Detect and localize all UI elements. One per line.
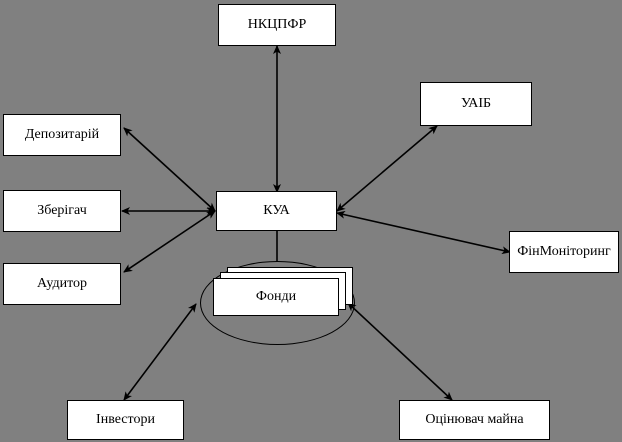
node-ocinuvach[interactable]: Оцінювач майна xyxy=(399,400,550,440)
node-auditor-label: Аудитор xyxy=(36,276,88,291)
node-investory[interactable]: Інвестори xyxy=(67,400,184,440)
node-zberihach-label: Зберігач xyxy=(37,203,87,218)
node-nkcpfr-label: НКЦПФР xyxy=(247,17,307,32)
node-kua[interactable]: КУА xyxy=(216,191,337,231)
node-kua-label: КУА xyxy=(263,203,290,218)
edge-fondy-investory xyxy=(123,303,197,401)
node-fondy-label: Фонди xyxy=(255,289,297,304)
node-uaib-label: УАІБ xyxy=(460,96,492,111)
node-uaib[interactable]: УАІБ xyxy=(420,82,532,126)
node-fondy-stack[interactable]: Фонди xyxy=(213,267,355,319)
node-auditor[interactable]: Аудитор xyxy=(3,263,121,305)
node-finmonitor-label: ФінМоніторинг xyxy=(517,244,611,259)
fondy-sheet-front[interactable]: Фонди xyxy=(213,278,339,316)
node-investory-label: Інвестори xyxy=(96,412,155,427)
node-nkcpfr[interactable]: НКЦПФР xyxy=(218,4,336,46)
edge-kua-auditor xyxy=(123,210,216,273)
edge-kua-uaib xyxy=(336,125,438,212)
node-zberihach[interactable]: Зберігач xyxy=(3,190,121,232)
node-depozytarii-label: Депозитарій xyxy=(24,127,100,142)
edge-kua-finmonitor xyxy=(336,210,511,255)
edge-kua-depozytarii xyxy=(123,127,216,212)
edge-fondy-ocinuvach xyxy=(347,302,453,401)
node-ocinuvach-label: Оцінювач майна xyxy=(425,412,524,427)
node-finmonitor[interactable]: ФінМоніторинг xyxy=(509,231,619,273)
node-depozytarii[interactable]: Депозитарій xyxy=(3,114,121,156)
